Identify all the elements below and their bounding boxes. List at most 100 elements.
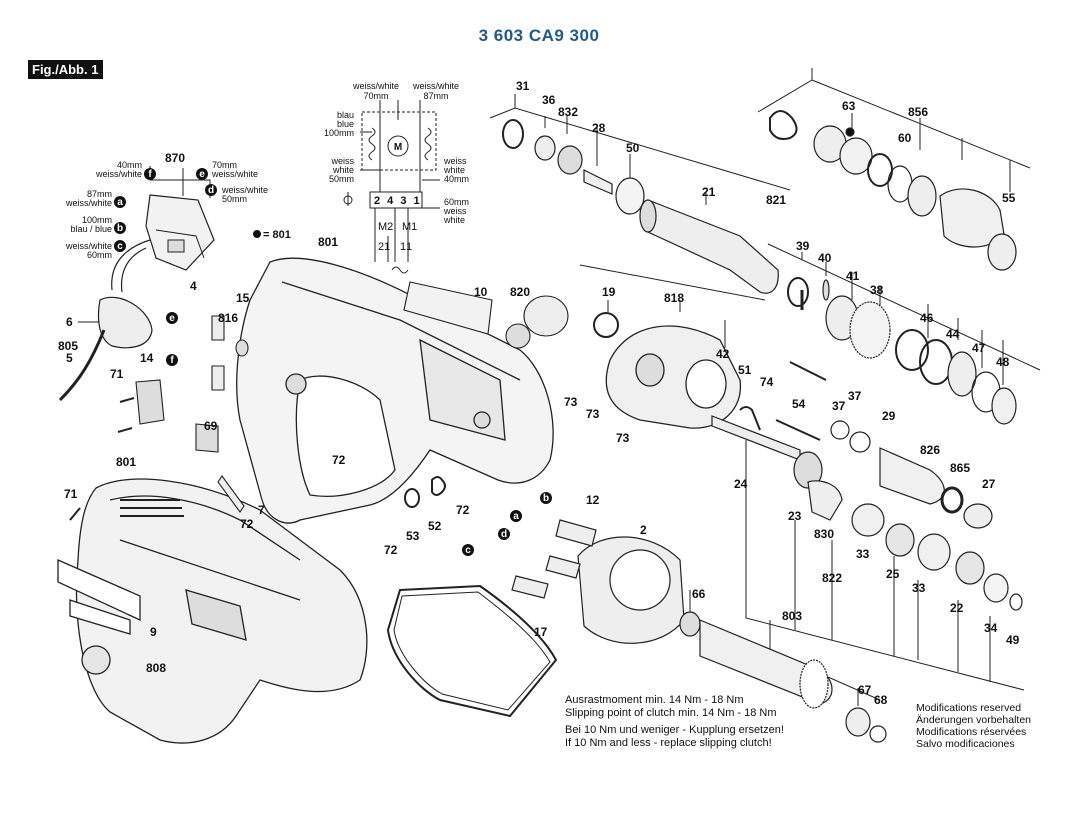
callout-63: 63 [842, 99, 856, 113]
switch-wire-labels: 40mm weiss/white 87mm weiss/white 100mm … [65, 160, 291, 260]
callout-37-a: 37 [832, 399, 846, 413]
callout-801-cover: 801 [116, 455, 136, 469]
brush-holders [511, 519, 597, 599]
switch-wire-d-1: weiss/white [221, 185, 268, 195]
wire-right-lower-1: 60mm [444, 197, 469, 207]
wire-right-lower-2: weiss [443, 206, 467, 216]
seal-17 [386, 584, 558, 718]
callout-856: 856 [908, 105, 928, 119]
callout-14: 14 [140, 351, 154, 365]
callout-12: 12 [586, 493, 600, 507]
callout-4: 4 [190, 279, 197, 293]
badge-e-switch: e [199, 169, 205, 180]
badge-a-switch: a [117, 197, 123, 208]
wire-left-upper-3: 100mm [324, 128, 354, 138]
callout-33-b: 33 [912, 581, 926, 595]
callout-31: 31 [516, 79, 530, 93]
small-parts [69, 281, 827, 521]
clutch-note-line-1: Ausrastmoment min. 14 Nm - 18 Nm [565, 694, 744, 706]
callout-68: 68 [874, 693, 888, 707]
callout-805: 805 [58, 339, 78, 353]
badge-f-switch: f [148, 169, 152, 180]
callout-47: 47 [972, 341, 986, 355]
badge-b-switch: b [117, 223, 123, 234]
callout-72-b: 72 [332, 453, 346, 467]
callout-818: 818 [664, 291, 684, 305]
callout-33-a: 33 [856, 547, 870, 561]
clutch-note-line-3: Bei 10 Nm und weniger - Kupplung ersetze… [565, 724, 784, 736]
switch-wire-d-2: 50mm [222, 194, 247, 204]
wire-left-lower-2: white [332, 165, 354, 175]
wiring-labels: weiss/white 70mm weiss/white 87mm blau b… [324, 81, 469, 253]
callout-822: 822 [822, 571, 842, 585]
wire-top-left-2: 70mm [363, 91, 388, 101]
badge-c-switch: c [117, 241, 123, 252]
wire-right-upper-1: weiss [443, 156, 467, 166]
motor-label-m2: M2 [378, 221, 393, 233]
callout-28: 28 [592, 121, 606, 135]
callout-865: 865 [950, 461, 970, 475]
callout-803: 803 [782, 609, 802, 623]
callout-24: 24 [734, 477, 748, 491]
wire-top-right-2: 87mm [423, 91, 448, 101]
callout-71-bottom: 71 [64, 487, 78, 501]
modifications-line-2: Änderungen vorbehalten [916, 714, 1032, 726]
callout-67: 67 [858, 683, 872, 697]
modifications-line-1: Modifications reserved [916, 702, 1022, 714]
callout-22: 22 [950, 601, 964, 615]
switch-wire-a-1: 87mm [87, 189, 112, 199]
switch-wire-b-1: 100mm [82, 215, 112, 225]
wire-left-upper-1: blau [337, 110, 354, 120]
wire-left-lower-1: weiss [330, 156, 354, 166]
callout-54: 54 [792, 397, 806, 411]
badge-d-brush: d [501, 529, 507, 540]
switch-wire-a-2: weiss/white [65, 198, 112, 208]
callout-44: 44 [946, 327, 960, 341]
housing-cover-801 [57, 478, 368, 744]
callout-801-main: 801 [318, 235, 338, 249]
clutch-assembly [800, 279, 1017, 425]
wire-bottom-1: 2 [378, 241, 384, 253]
wire-top-right-1: weiss/white [412, 81, 459, 91]
callout-7: 7 [258, 503, 265, 517]
callout-73-c: 73 [616, 431, 630, 445]
callout-51: 51 [738, 363, 752, 377]
modifications-note: Modifications reserved Änderungen vorbeh… [916, 702, 1031, 750]
callout-808: 808 [146, 661, 166, 675]
callout-72-a: 72 [240, 517, 254, 531]
callout-numbers: 870 4 6 805 5 14 71 15 816 69 801 801 71… [58, 79, 1020, 707]
legend-801: = 801 [263, 229, 291, 241]
callout-15: 15 [236, 291, 250, 305]
callout-17: 17 [534, 625, 548, 639]
modifications-line-4: Salvo modificaciones [916, 738, 1015, 750]
motor-assembly [577, 536, 887, 743]
wire-bottom-3: 1 [400, 241, 406, 253]
callout-50: 50 [626, 141, 640, 155]
callout-49: 49 [1006, 633, 1020, 647]
clutch-note-line-2: Slipping point of clutch min. 14 Nm - 18… [565, 707, 777, 719]
clutch-note: Ausrastmoment min. 14 Nm - 18 Nm Slippin… [565, 694, 784, 750]
wire-right-upper-3: 40mm [444, 174, 469, 184]
callout-48: 48 [996, 355, 1010, 369]
switch-wire-c-1: weiss/white [65, 241, 112, 251]
callout-821: 821 [766, 193, 786, 207]
callout-52: 52 [428, 519, 442, 533]
callout-38: 38 [870, 283, 884, 297]
callout-34: 34 [984, 621, 998, 635]
callout-69: 69 [204, 419, 218, 433]
callout-71-top: 71 [110, 367, 124, 381]
spindle-assembly [502, 119, 809, 307]
part-number-title: 3 603 CA9 300 [478, 26, 600, 45]
callout-832: 832 [558, 105, 578, 119]
callout-73-a: 73 [564, 395, 578, 409]
callout-36: 36 [542, 93, 556, 107]
power-cable [58, 296, 153, 402]
housing-801 [236, 257, 554, 524]
switch-wire-f-2: weiss/white [95, 169, 142, 179]
callout-37-b: 37 [848, 389, 862, 403]
svg-text:M: M [394, 142, 402, 153]
callout-66: 66 [692, 587, 706, 601]
callout-46: 46 [920, 311, 934, 325]
callout-19: 19 [602, 285, 616, 299]
